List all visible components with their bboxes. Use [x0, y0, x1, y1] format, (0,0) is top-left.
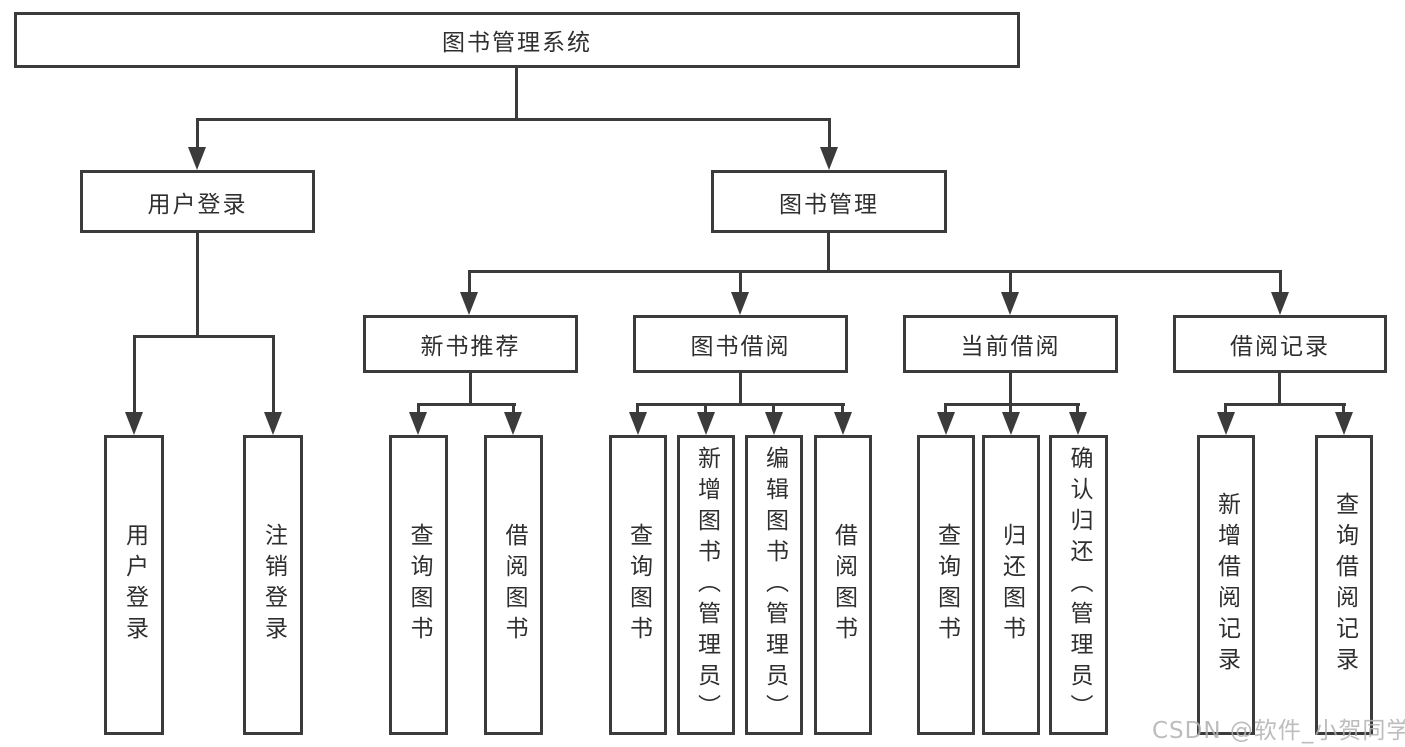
leaf-user-login: 用户登录	[104, 435, 164, 735]
connector-current-borrow-stem	[1009, 373, 1012, 406]
connector-book-borrow-distributor	[636, 403, 845, 406]
connector-drop-leaf	[1224, 403, 1227, 413]
leaf-label: 归还图书	[998, 523, 1025, 647]
connector-borrow-records-distributor	[1224, 403, 1346, 406]
leaf-label: 确认归还（管理员）	[1066, 445, 1092, 725]
connector-drop-leaf	[704, 403, 707, 413]
leaf-label: 查询图书	[933, 523, 960, 647]
node-new-book-label: 新书推荐	[420, 334, 521, 360]
node-book-borrow: 图书借阅	[633, 315, 848, 373]
connector-drop-user-login	[196, 118, 199, 149]
connector-new-book-stem	[469, 373, 472, 406]
connector-book-borrow-stem	[739, 373, 742, 406]
leaf-label: 编辑图书（管理员）	[761, 445, 788, 725]
connector-root-distributor	[196, 118, 831, 121]
connector-user-login-stem	[196, 233, 199, 338]
leaf-label: 查询借阅记录	[1331, 492, 1358, 678]
connector-drop-borrow-records	[1279, 270, 1282, 292]
leaf-borrow-books-newrec: 借阅图书	[484, 435, 543, 735]
connector-drop-leaf	[417, 403, 420, 413]
arrow-down-icon	[731, 292, 749, 315]
arrow-down-icon	[629, 412, 647, 435]
node-user-login-label: 用户登录	[147, 191, 248, 218]
leaf-label: 查询图书	[406, 523, 432, 647]
connector-drop-leaf	[841, 403, 844, 413]
arrow-down-icon	[264, 412, 282, 435]
connector-drop-leaf	[272, 335, 275, 412]
leaf-edit-book-admin: 编辑图书（管理员）	[745, 435, 803, 735]
arrow-down-icon	[697, 412, 715, 435]
arrow-down-icon	[504, 412, 522, 435]
connector-drop-leaf	[133, 335, 136, 412]
leaf-query-books-borrow: 查询图书	[609, 435, 667, 735]
node-book-mgmt-label: 图书管理	[779, 191, 879, 218]
node-user-login: 用户登录	[80, 170, 315, 233]
leaf-query-books-current: 查询图书	[917, 435, 975, 735]
arrow-down-icon	[820, 147, 838, 170]
leaf-confirm-return-admin: 确认归还（管理员）	[1049, 435, 1108, 735]
connector-new-book-distributor	[417, 403, 516, 406]
leaf-add-book-admin: 新增图书（管理员）	[677, 435, 735, 735]
leaf-label: 新增借阅记录	[1213, 492, 1240, 678]
arrow-down-icon	[765, 412, 783, 435]
leaf-borrow-books-borrow: 借阅图书	[814, 435, 872, 735]
arrow-down-icon	[188, 147, 206, 170]
connector-drop-leaf	[1076, 403, 1079, 413]
connector-drop-leaf	[944, 403, 947, 413]
connector-current-borrow-distributor	[944, 403, 1080, 406]
node-root: 图书管理系统	[14, 12, 1020, 68]
arrow-down-icon	[1001, 292, 1019, 315]
connector-drop-leaf	[772, 403, 775, 413]
connector-drop-book-borrow	[739, 270, 742, 292]
connector-drop-leaf	[636, 403, 639, 413]
leaf-label: 用户登录	[121, 523, 148, 647]
connector-drop-new-book	[468, 270, 471, 292]
arrow-down-icon	[1271, 292, 1289, 315]
connector-drop-leaf	[512, 403, 515, 413]
node-current-borrow: 当前借阅	[903, 315, 1118, 373]
arrow-down-icon	[1069, 412, 1087, 435]
node-current-borrow-label: 当前借阅	[960, 334, 1061, 360]
arrow-down-icon	[1335, 412, 1353, 435]
watermark: CSDN @软件_小贺同学	[1152, 718, 1405, 744]
node-borrow-records-label: 借阅记录	[1230, 334, 1330, 360]
leaf-query-books-newrec: 查询图书	[389, 435, 448, 735]
arrow-down-icon	[409, 412, 427, 435]
leaf-add-borrow-record: 新增借阅记录	[1197, 435, 1255, 735]
connector-drop-leaf	[1009, 403, 1012, 413]
connector-borrow-records-stem	[1278, 373, 1281, 406]
node-new-book-recommend: 新书推荐	[363, 315, 578, 373]
connector-drop-leaf	[1342, 403, 1345, 413]
connector-drop-book-mgmt	[828, 118, 831, 149]
leaf-logout-login: 注销登录	[243, 435, 303, 735]
connector-drop-current-borrow	[1009, 270, 1012, 292]
leaf-label: 注销登录	[260, 523, 287, 647]
arrow-down-icon	[937, 412, 955, 435]
arrow-down-icon	[460, 292, 478, 315]
node-root-label: 图书管理系统	[442, 30, 592, 56]
node-book-borrow-label: 图书借阅	[690, 334, 791, 360]
connector-user-login-distributor	[133, 335, 275, 338]
leaf-label: 查询图书	[625, 523, 652, 647]
arrow-down-icon	[834, 412, 852, 435]
connector-book-mgmt-distributor	[468, 270, 1282, 273]
leaf-label: 借阅图书	[501, 523, 527, 647]
leaf-label: 新增图书（管理员）	[693, 445, 720, 725]
connector-root-stem	[515, 68, 518, 120]
arrow-down-icon	[125, 412, 143, 435]
leaf-label: 借阅图书	[830, 523, 857, 647]
node-borrow-records: 借阅记录	[1173, 315, 1387, 373]
arrow-down-icon	[1217, 412, 1235, 435]
connector-book-mgmt-stem	[827, 233, 830, 273]
leaf-return-book: 归还图书	[982, 435, 1040, 735]
node-book-mgmt: 图书管理	[711, 170, 947, 233]
leaf-query-borrow-record: 查询借阅记录	[1315, 435, 1373, 735]
arrow-down-icon	[1002, 412, 1020, 435]
